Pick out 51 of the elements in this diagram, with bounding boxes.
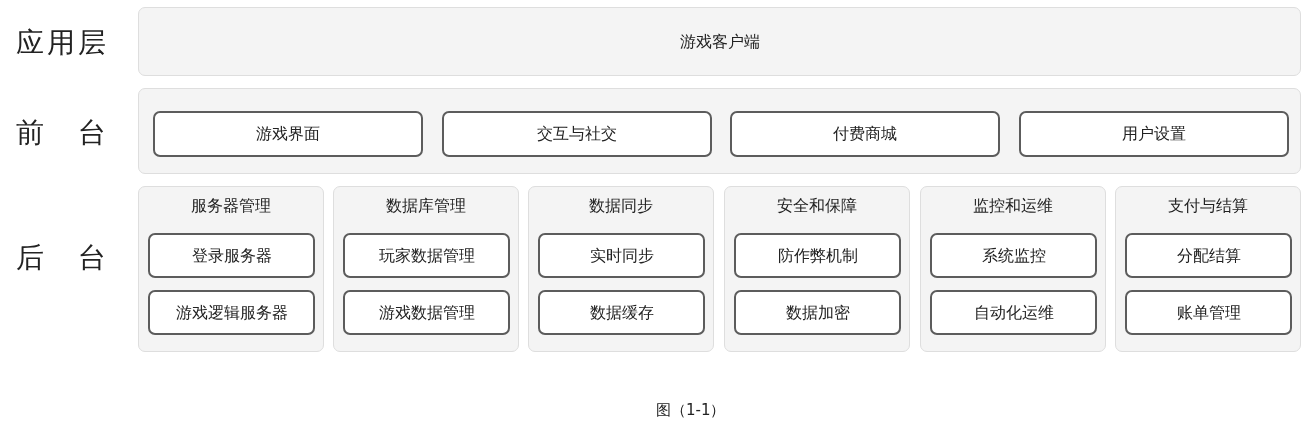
- client-label: 游戏客户端: [679, 31, 760, 52]
- module-box: [930, 233, 1097, 278]
- group-heading: 安全和保障: [776, 196, 858, 216]
- module-label: 数据加密: [785, 302, 850, 323]
- group-panel: [138, 186, 324, 352]
- group-heading: 支付与结算: [1167, 196, 1249, 216]
- module-box: [153, 111, 423, 157]
- group-panel: [1115, 186, 1301, 352]
- module-box: [734, 290, 901, 335]
- module-box: [538, 290, 705, 335]
- group-heading: 监控和运维: [972, 196, 1054, 216]
- module-box: [734, 233, 901, 278]
- module-label: 用户设置: [1122, 124, 1186, 144]
- module-box: [343, 233, 510, 278]
- module-box: [148, 233, 315, 278]
- module-label: 游戏数据管理: [378, 302, 475, 323]
- module-box: [148, 290, 315, 335]
- module-label: 登录服务器: [191, 245, 272, 266]
- layer-label: 前 台: [16, 116, 106, 150]
- module-box: [930, 290, 1097, 335]
- layer-label: 应用层: [16, 26, 106, 60]
- figure-caption: 图（1-1）: [656, 401, 726, 419]
- module-box: [730, 111, 1000, 157]
- group-heading: 服务器管理: [190, 196, 272, 216]
- module-label: 防作弊机制: [777, 245, 858, 266]
- layer-label: 后 台: [16, 241, 106, 275]
- module-box: [442, 111, 712, 157]
- module-box: [538, 233, 705, 278]
- group-heading: 数据库管理: [385, 196, 467, 216]
- module-label: 实时同步: [589, 245, 654, 266]
- module-label: 游戏界面: [256, 124, 320, 144]
- module-label: 系统监控: [981, 245, 1046, 266]
- module-label: 玩家数据管理: [378, 245, 475, 266]
- module-box: [1125, 290, 1292, 335]
- module-label: 分配结算: [1176, 245, 1241, 266]
- layer-panel: [138, 88, 1301, 174]
- module-box: [1019, 111, 1289, 157]
- module-box: [343, 290, 510, 335]
- module-label: 付费商城: [833, 124, 897, 144]
- module-label: 账单管理: [1176, 302, 1241, 323]
- group-heading: 数据同步: [588, 196, 654, 216]
- module-label: 交互与社交: [537, 124, 617, 144]
- group-panel: [724, 186, 910, 352]
- module-label: 游戏逻辑服务器: [175, 302, 288, 323]
- group-panel: [528, 186, 714, 352]
- group-panel: [920, 186, 1106, 352]
- module-box: [1125, 233, 1292, 278]
- layer-band: [138, 7, 1301, 76]
- module-label: 自动化运维: [973, 302, 1054, 323]
- module-label: 数据缓存: [589, 302, 654, 323]
- group-panel: [333, 186, 519, 352]
